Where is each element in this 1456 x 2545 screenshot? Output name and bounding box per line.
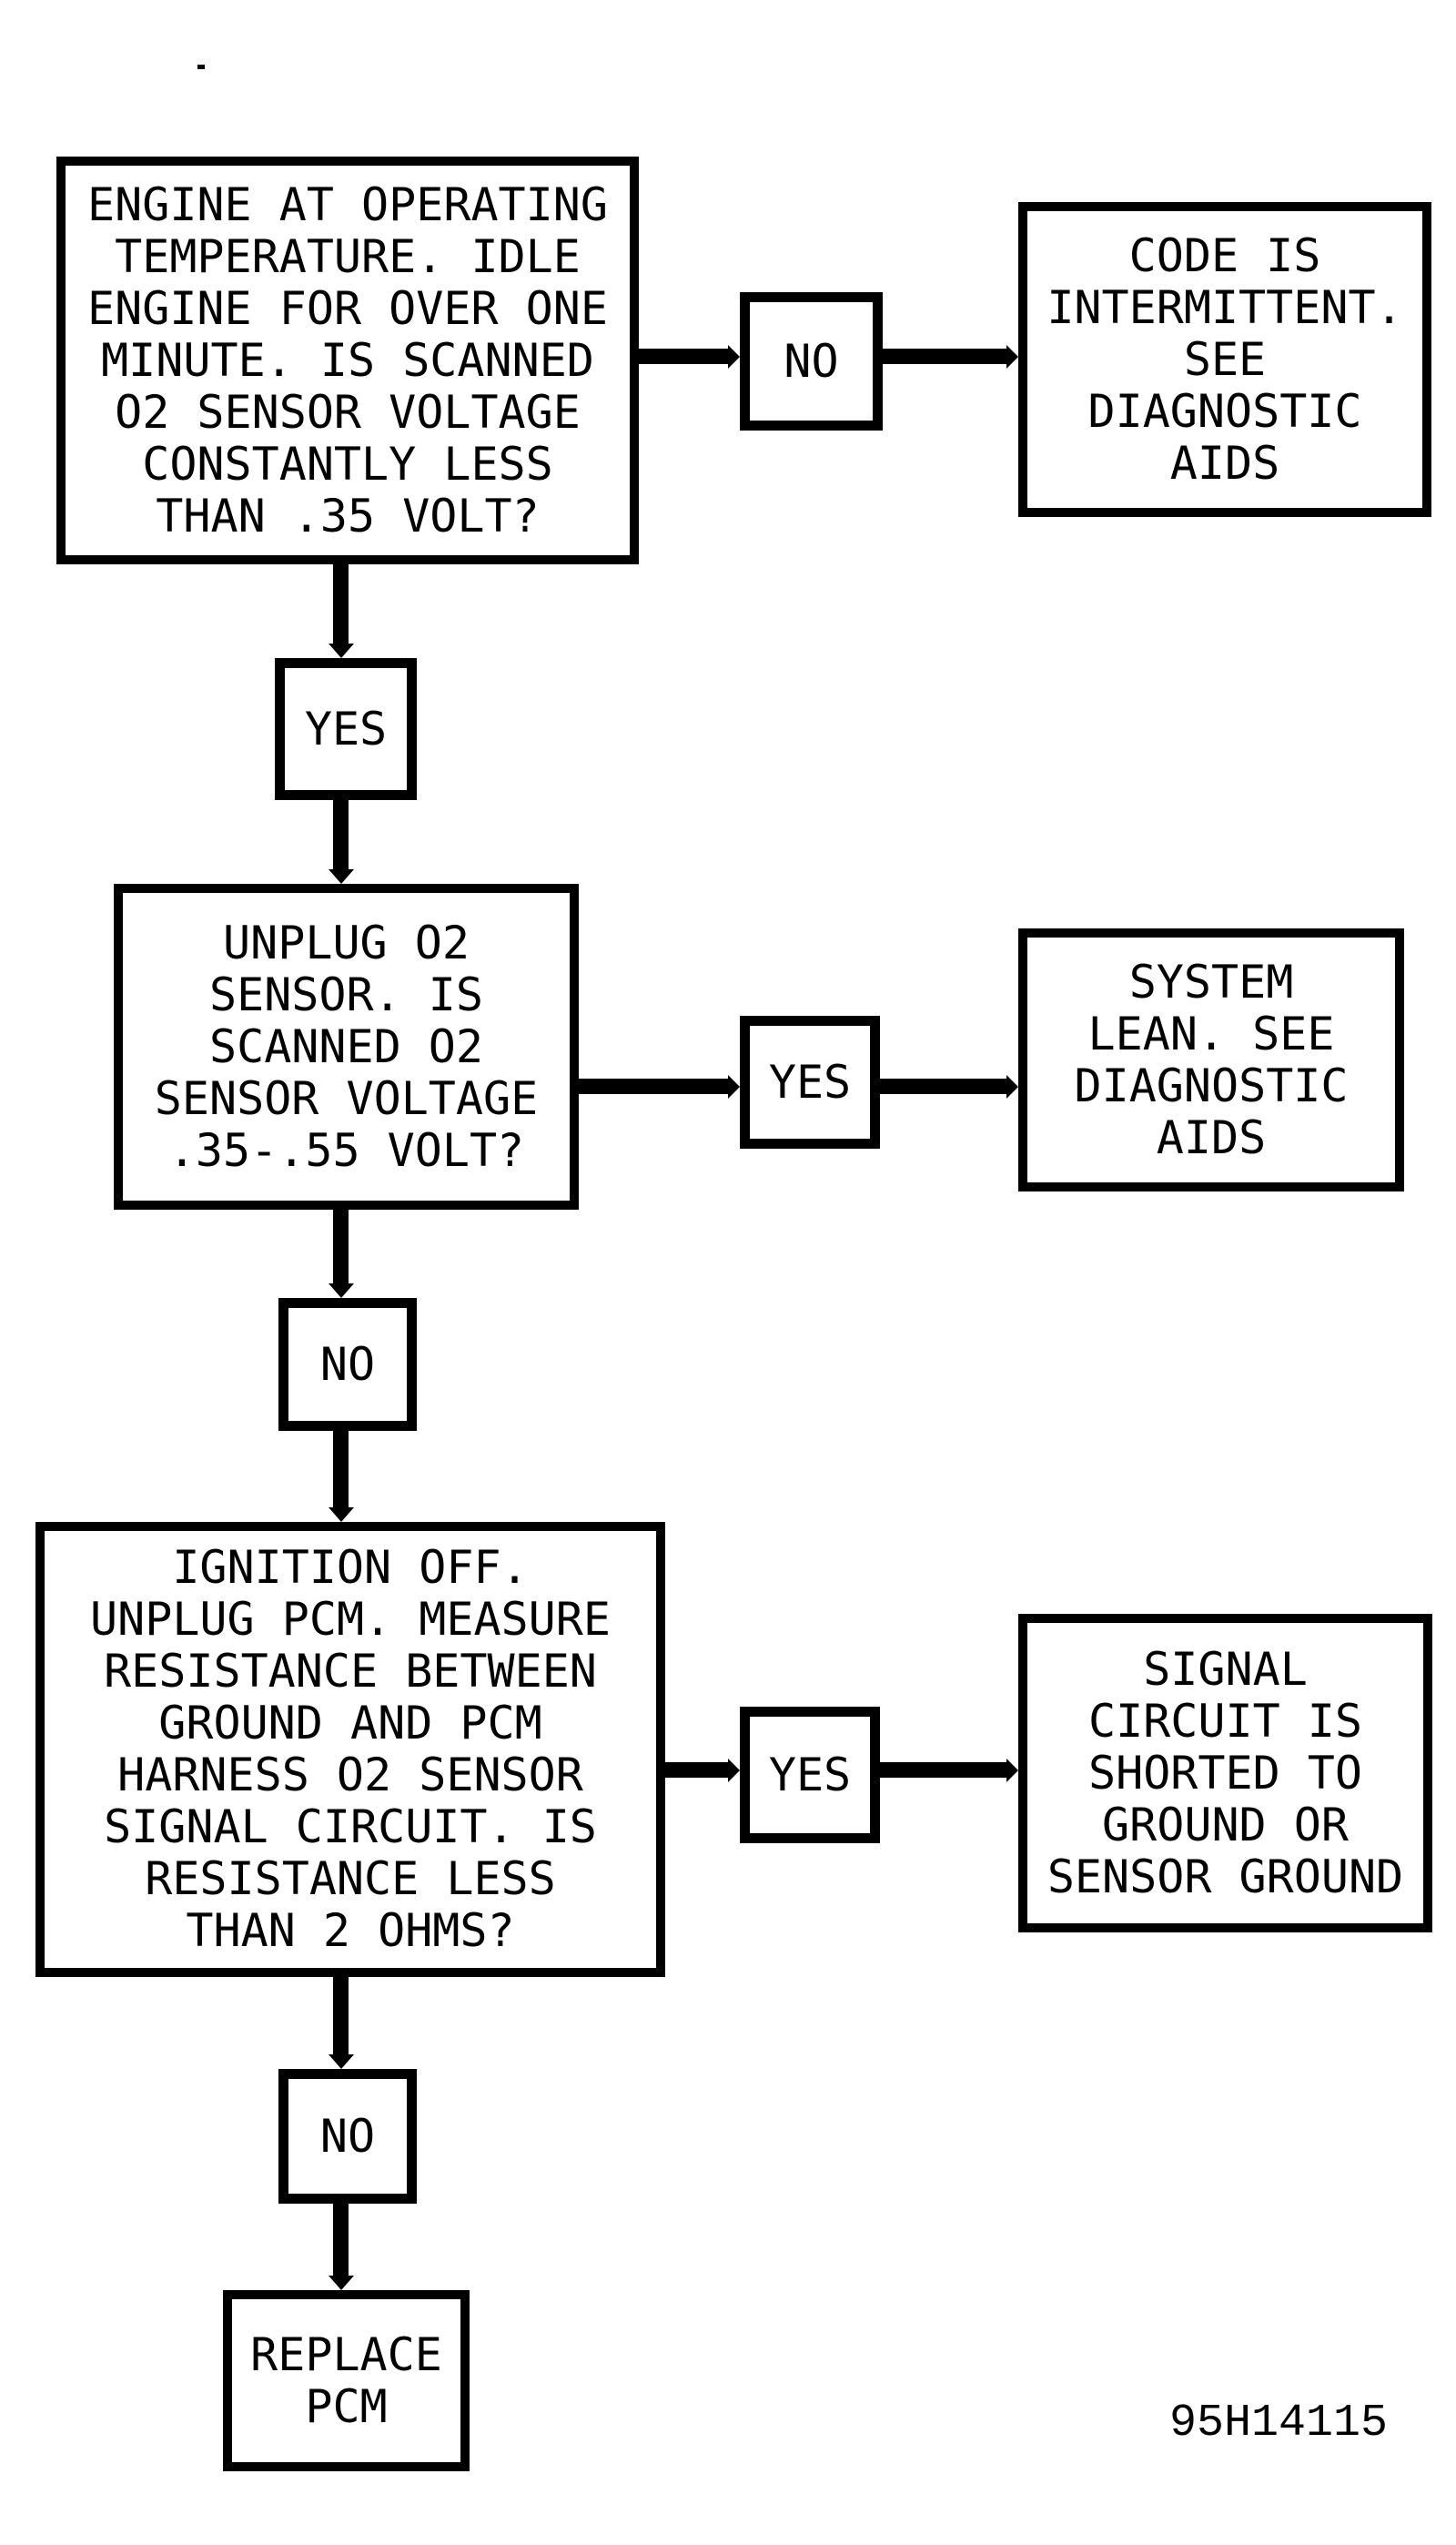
- connector-label-no-3: NO: [278, 2069, 417, 2204]
- arrow-box1-down-to-yes: [333, 564, 349, 644]
- decision-box-resistance-check: IGNITION OFF. UNPLUG PCM. MEASURE RESIST…: [35, 1522, 665, 1977]
- arrow-box2-to-yes: [579, 1079, 728, 1094]
- arrow-no3-down-to-replace: [333, 2204, 349, 2276]
- outcome-box-signal-shorted: SIGNAL CIRCUIT IS SHORTED TO GROUND OR S…: [1018, 1614, 1432, 1932]
- arrow-no2-down-to-box3: [333, 1431, 349, 1507]
- arrow-yes1-down-to-box2: [333, 800, 349, 869]
- arrow-no1-to-outcome: [883, 349, 1006, 364]
- arrow-box1-to-no: [639, 349, 728, 364]
- arrow-box3-down-to-no: [333, 1977, 349, 2054]
- stray-dash-mark: [197, 65, 205, 69]
- arrow-yes3-to-outcome: [880, 1762, 1006, 1778]
- arrow-box2-down-to-no: [333, 1210, 349, 1283]
- connector-label-no-1: NO: [740, 292, 883, 431]
- arrow-yes2-to-outcome: [880, 1079, 1006, 1094]
- outcome-box-system-lean: SYSTEM LEAN. SEE DIAGNOSTIC AIDS: [1018, 928, 1404, 1191]
- decision-box-engine-temperature: ENGINE AT OPERATING TEMPERATURE. IDLE EN…: [56, 157, 639, 564]
- outcome-box-replace-pcm: REPLACE PCM: [223, 2290, 470, 2471]
- outcome-box-code-intermittent: CODE IS INTERMITTENT. SEE DIAGNOSTIC AID…: [1018, 202, 1431, 517]
- arrow-box3-to-yes: [665, 1762, 728, 1778]
- connector-label-yes-1: YES: [275, 658, 417, 800]
- connector-label-yes-3: YES: [740, 1707, 880, 1843]
- connector-label-yes-2: YES: [740, 1016, 880, 1149]
- decision-box-unplug-o2-sensor: UNPLUG O2 SENSOR. IS SCANNED O2 SENSOR V…: [114, 884, 579, 1210]
- connector-label-no-2: NO: [278, 1298, 417, 1431]
- figure-code: 95H14115: [1169, 2398, 1389, 2449]
